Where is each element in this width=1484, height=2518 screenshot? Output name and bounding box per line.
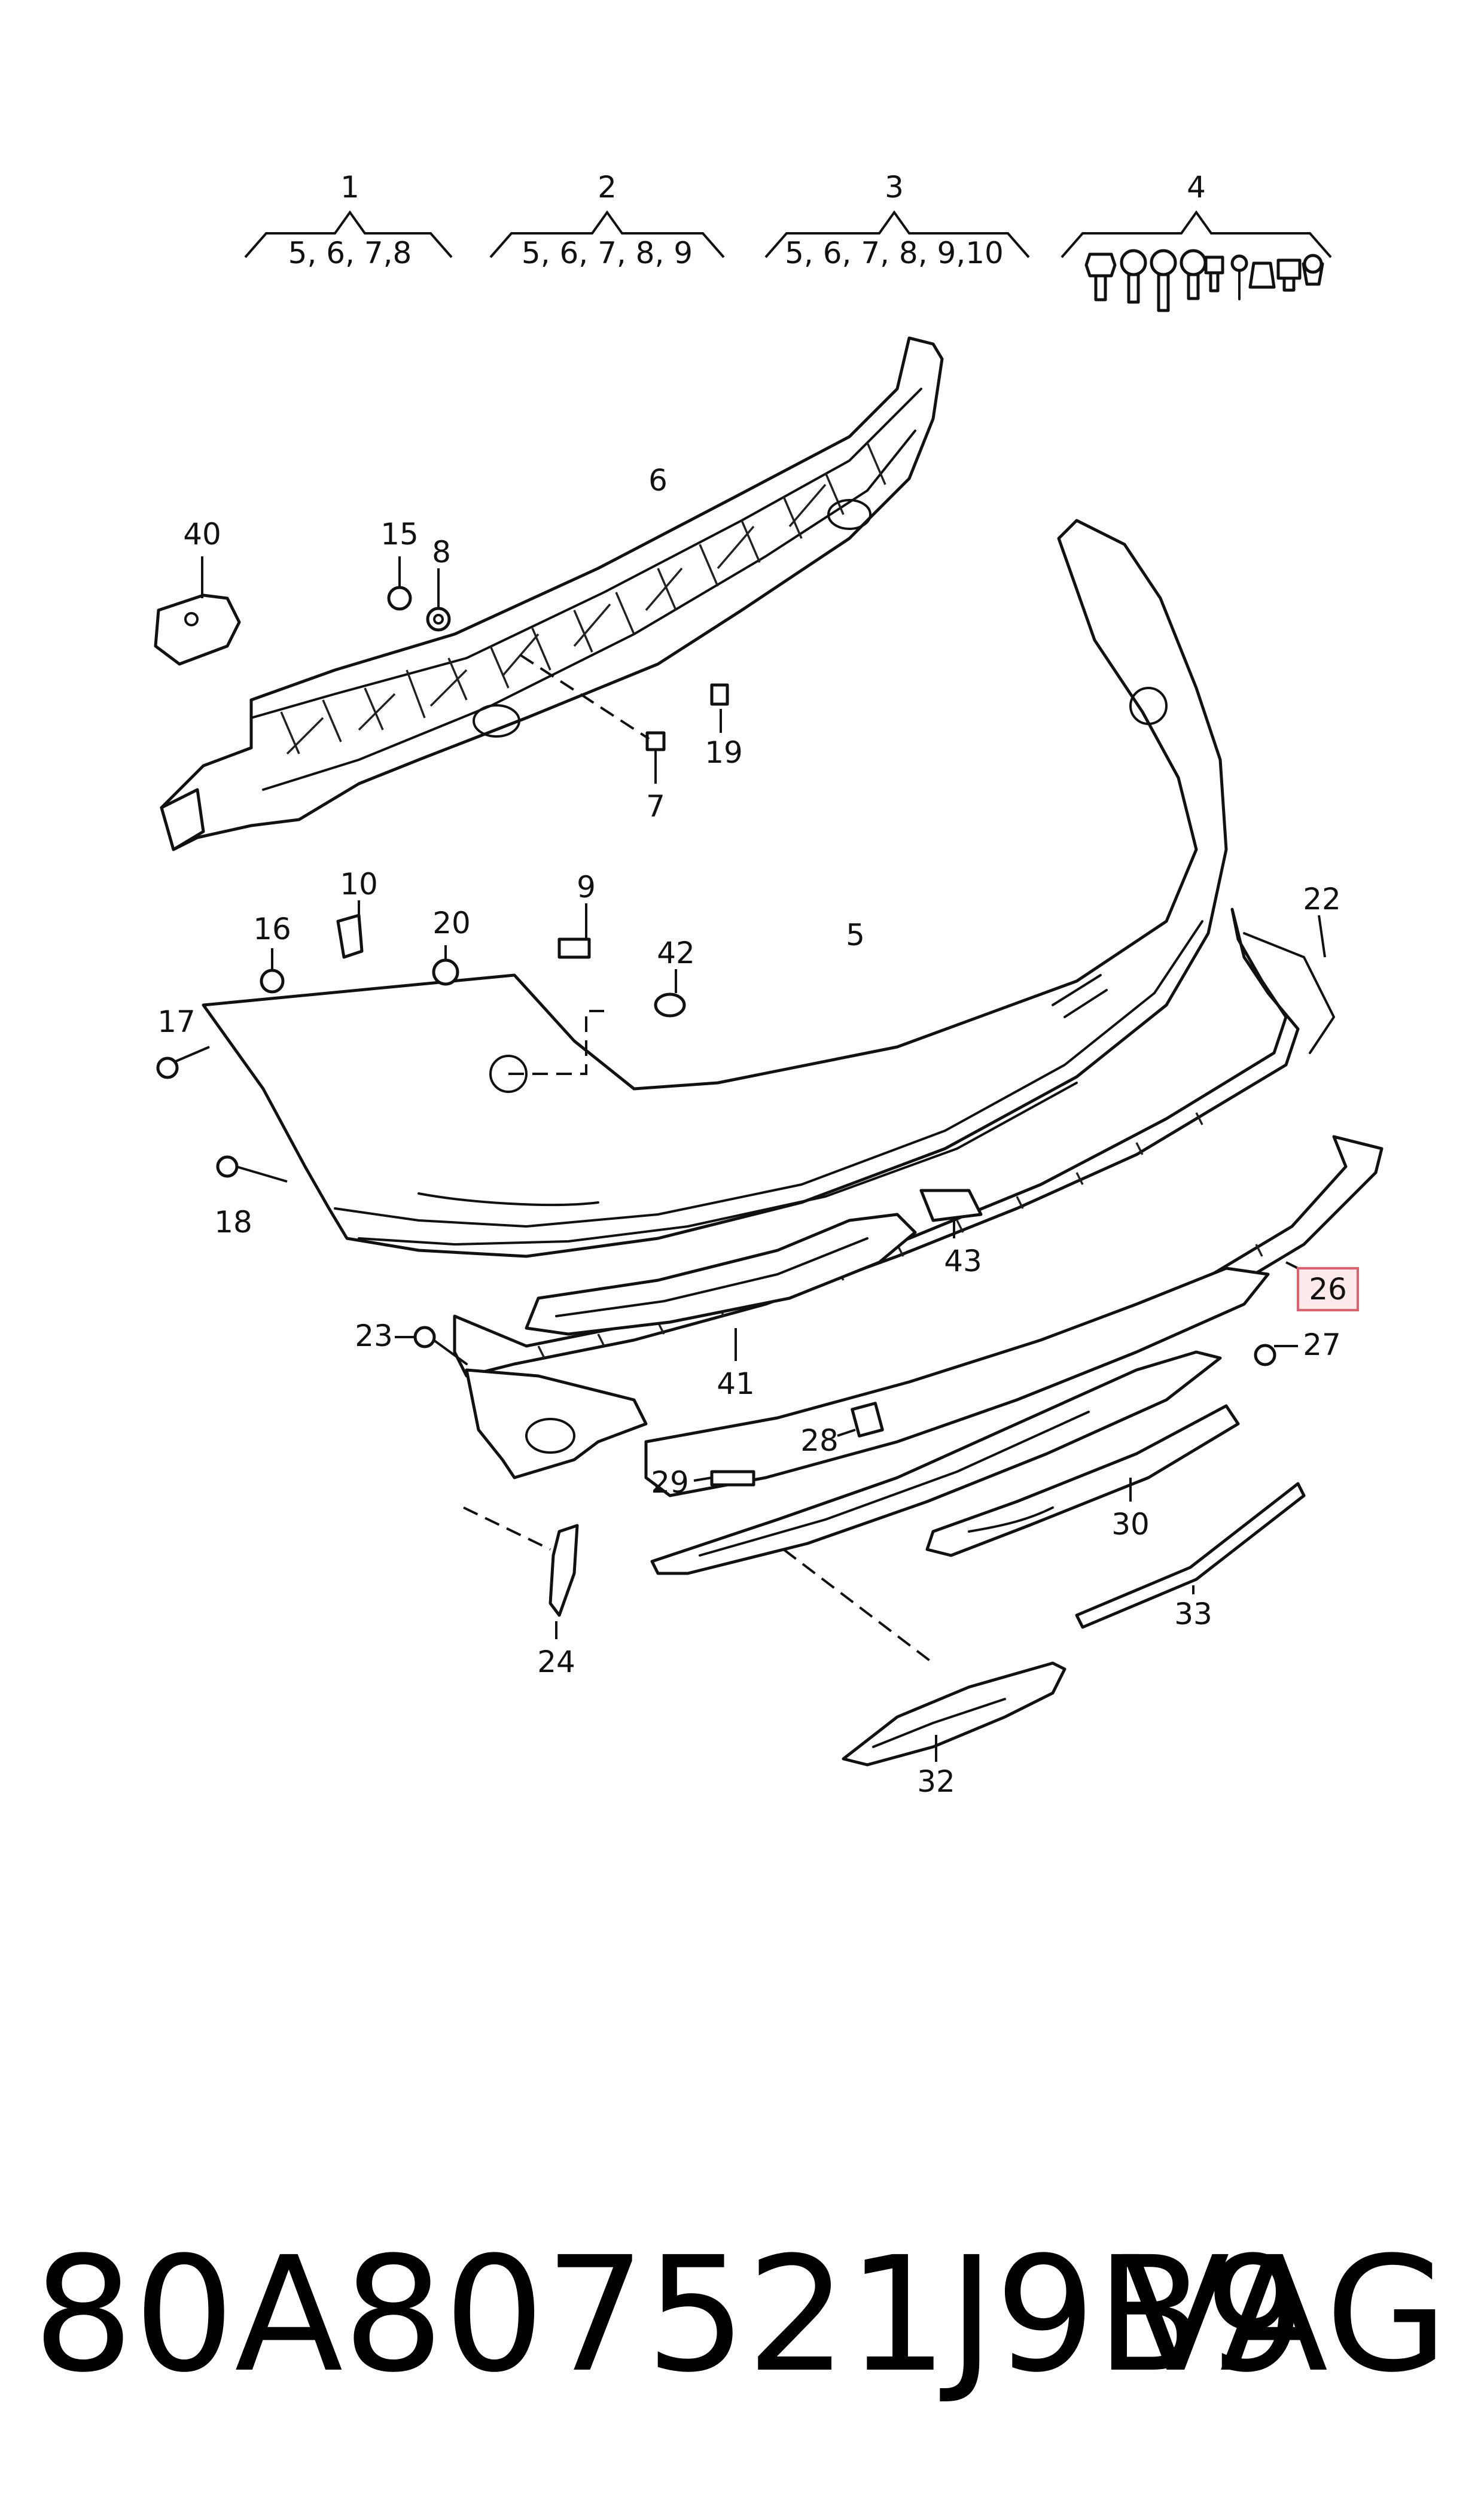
bumper-carrier-part-6: [160, 336, 944, 851]
callout-19: 19: [705, 735, 743, 770]
group-header-3: 3 5, 6, 7, 8, 9,10: [764, 170, 1030, 270]
callout-26-highlight: 26: [1297, 1267, 1359, 1311]
sensor-42: [654, 969, 686, 1018]
fastener-8: [426, 568, 451, 632]
group-items-1: 5, 6, 7,8: [288, 236, 412, 270]
callout-40: 40: [183, 517, 221, 552]
callout-22: 22: [1303, 882, 1341, 917]
cap-28: [837, 1402, 884, 1438]
callout-23: 23: [355, 1319, 393, 1353]
callout-7: 7: [646, 789, 665, 824]
callout-41: 41: [717, 1366, 755, 1401]
callout-16: 16: [253, 912, 291, 946]
strip-part-33: [1075, 1482, 1306, 1629]
callout-33: 33: [1174, 1597, 1212, 1631]
group-items-3: 5, 6, 7, 8, 9,10: [785, 236, 1004, 270]
screw-18: [216, 1155, 288, 1183]
clip-9: [557, 903, 591, 959]
screw-23: [395, 1326, 468, 1365]
part-number: 80A807521J9B9: [33, 2223, 1306, 2407]
bracket-part-40: [154, 556, 241, 666]
bracket-43: [919, 1189, 983, 1238]
callout-18: 18: [214, 1205, 252, 1240]
callout-32: 32: [917, 1764, 955, 1799]
brand-label: VAG: [1121, 2223, 1448, 2407]
callout-10: 10: [340, 867, 378, 902]
group-number-4: 4: [1187, 170, 1206, 205]
callout-24: 24: [537, 1645, 575, 1679]
fastener-set-icon: [1084, 249, 1324, 312]
bracket-part-24: [463, 1506, 579, 1639]
nut-16: [260, 948, 285, 994]
screw-7: [519, 654, 666, 784]
group-header-1: 1 5, 6, 7,8: [244, 170, 453, 270]
group-number-3: 3: [885, 170, 904, 205]
group-number-2: 2: [598, 170, 617, 205]
exhaust-trim-part-32: [782, 1548, 1066, 1767]
callout-28: 28: [800, 1423, 839, 1458]
callout-17: 17: [157, 1004, 196, 1039]
callout-43: 43: [944, 1244, 982, 1278]
callout-15: 15: [380, 517, 419, 552]
clip-29: [693, 1470, 755, 1487]
diffuser-lower: [650, 1350, 1222, 1575]
group-header-2: 2 5, 6, 7, 8, 9: [489, 170, 725, 270]
callout-8: 8: [432, 535, 451, 570]
callout-42: 42: [657, 936, 695, 970]
clip-20: [432, 945, 459, 986]
callout-5: 5: [846, 918, 865, 952]
bumper-cover-part-5: [202, 519, 1228, 1258]
clip-19: [710, 683, 729, 733]
trim-part-41: [525, 1213, 917, 1361]
group-header-4: 4: [1061, 170, 1332, 312]
screw-17: [156, 1046, 210, 1079]
screw-27: [1254, 1344, 1298, 1366]
callout-26: 26: [1309, 1272, 1347, 1307]
highlight-box-26: [1297, 1267, 1359, 1311]
group-items-2: 5, 6, 7, 8, 9: [522, 236, 693, 270]
callout-9: 9: [577, 870, 596, 905]
trim-part-30: [925, 1404, 1240, 1557]
group-number-1: 1: [340, 170, 359, 205]
callout-6: 6: [648, 463, 668, 498]
callout-30: 30: [1111, 1507, 1150, 1542]
callout-20: 20: [432, 906, 471, 940]
lower-panel: [465, 1266, 1270, 1497]
callout-29: 29: [651, 1465, 689, 1500]
callout-27: 27: [1303, 1327, 1341, 1362]
clip-10: [336, 900, 364, 959]
fastener-15: [387, 556, 412, 611]
